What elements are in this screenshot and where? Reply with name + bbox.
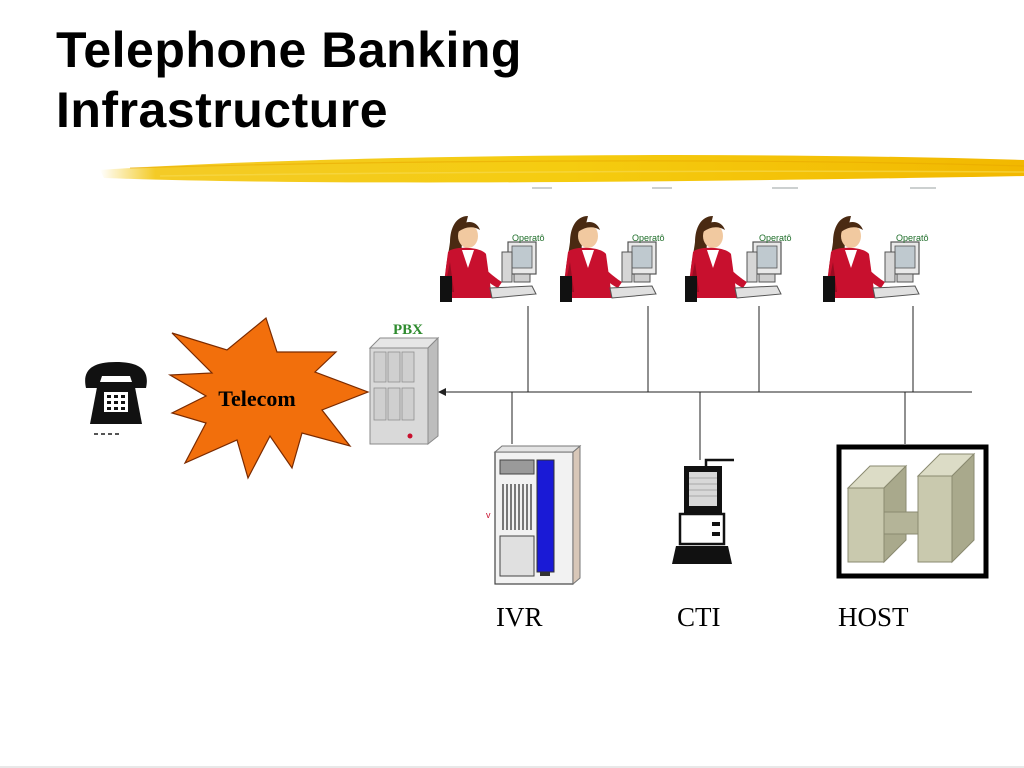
operator-1-label: Operatô	[512, 233, 545, 243]
telecom-burst: Telecom	[167, 316, 370, 480]
title-line-2: Infrastructure	[56, 82, 389, 138]
pbx-connector-arrow	[438, 388, 446, 396]
operator-1: Operatô	[439, 215, 545, 303]
operator-4-label: Operatô	[896, 233, 929, 243]
network-bus	[440, 306, 972, 460]
title-underline	[100, 155, 1024, 183]
operator-4: Operatô	[822, 215, 929, 303]
svg-text:v: v	[486, 510, 491, 520]
operator-3-label: Operatô	[759, 233, 792, 243]
telephone-icon	[85, 362, 147, 435]
telecom-label: Telecom	[218, 386, 295, 411]
host-icon: HOST	[836, 444, 989, 632]
cti-label: CTI	[677, 602, 721, 632]
pbx-label: PBX	[393, 322, 423, 338]
cti-icon: CTI	[672, 458, 734, 632]
title-line-1: Telephone Banking	[56, 22, 522, 78]
ivr-label: IVR	[496, 602, 543, 632]
burst-shape	[167, 316, 370, 480]
ivr-icon: v IVR	[486, 444, 582, 632]
host-label: HOST	[838, 602, 909, 632]
slide-title: Telephone Banking Infrastructure	[56, 20, 522, 140]
operator-3: Operatô	[684, 215, 792, 303]
operator-2: Operatô	[559, 215, 665, 303]
operator-2-label: Operatô	[632, 233, 665, 243]
bottom-rule	[0, 766, 1024, 768]
pbx-icon: PBX	[368, 322, 440, 446]
